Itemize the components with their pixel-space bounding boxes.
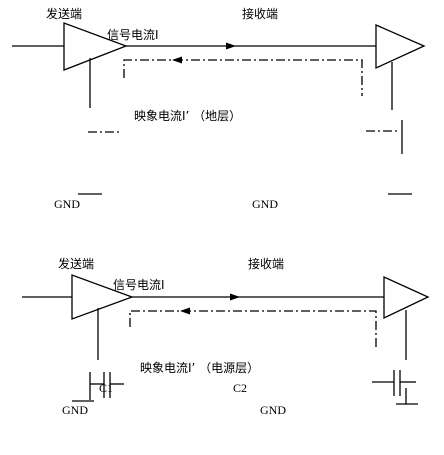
- bottom-image-arrow: [180, 307, 190, 315]
- bottom-sender-label: 发送端: [58, 256, 94, 271]
- bottom-receiver-buffer: [383, 275, 430, 320]
- bottom-gnd-left-label: GND: [62, 403, 88, 417]
- top-signal-arrow: [226, 42, 236, 50]
- c1-capacitor: [89, 372, 124, 400]
- bottom-image-current-path: [129, 310, 377, 349]
- c2-label: C2: [233, 381, 247, 395]
- bottom-gnd-center-label: GND: [260, 403, 286, 417]
- top-receiver-buffer: [375, 24, 426, 70]
- top-image-current-path: [123, 59, 363, 96]
- bottom-receiver-label: 接收端: [248, 256, 284, 271]
- top-image-arrow: [172, 56, 182, 64]
- c1-label: C1: [99, 381, 113, 395]
- top-receiver-label: 接收端: [242, 6, 278, 21]
- top-gnd-center-label: GND: [252, 197, 278, 211]
- bottom-sender-buffer: [71, 274, 134, 320]
- top-image-current-label: 映象电流I’ （地层）: [134, 109, 241, 123]
- top-sender-label: 发送端: [46, 6, 82, 21]
- bottom-signal-arrow: [230, 293, 240, 301]
- bottom-image-current-label: 映象电流I’ （电源层）: [140, 361, 259, 375]
- bottom-signal-label: 信号电流I: [113, 278, 165, 292]
- top-sender-buffer: [63, 22, 128, 71]
- c2-capacitor: [372, 370, 416, 404]
- top-circuit: 发送端 信号电流I 接收端 映象电流I’ （地层） GND GND: [12, 6, 426, 211]
- bottom-circuit: 发送端 信号电流I 接收端 映象电流I’ （电源层） C1 C2 GND GND: [22, 256, 430, 417]
- top-signal-label: 信号电流I: [107, 28, 159, 42]
- top-gnd-left-label: GND: [54, 197, 80, 211]
